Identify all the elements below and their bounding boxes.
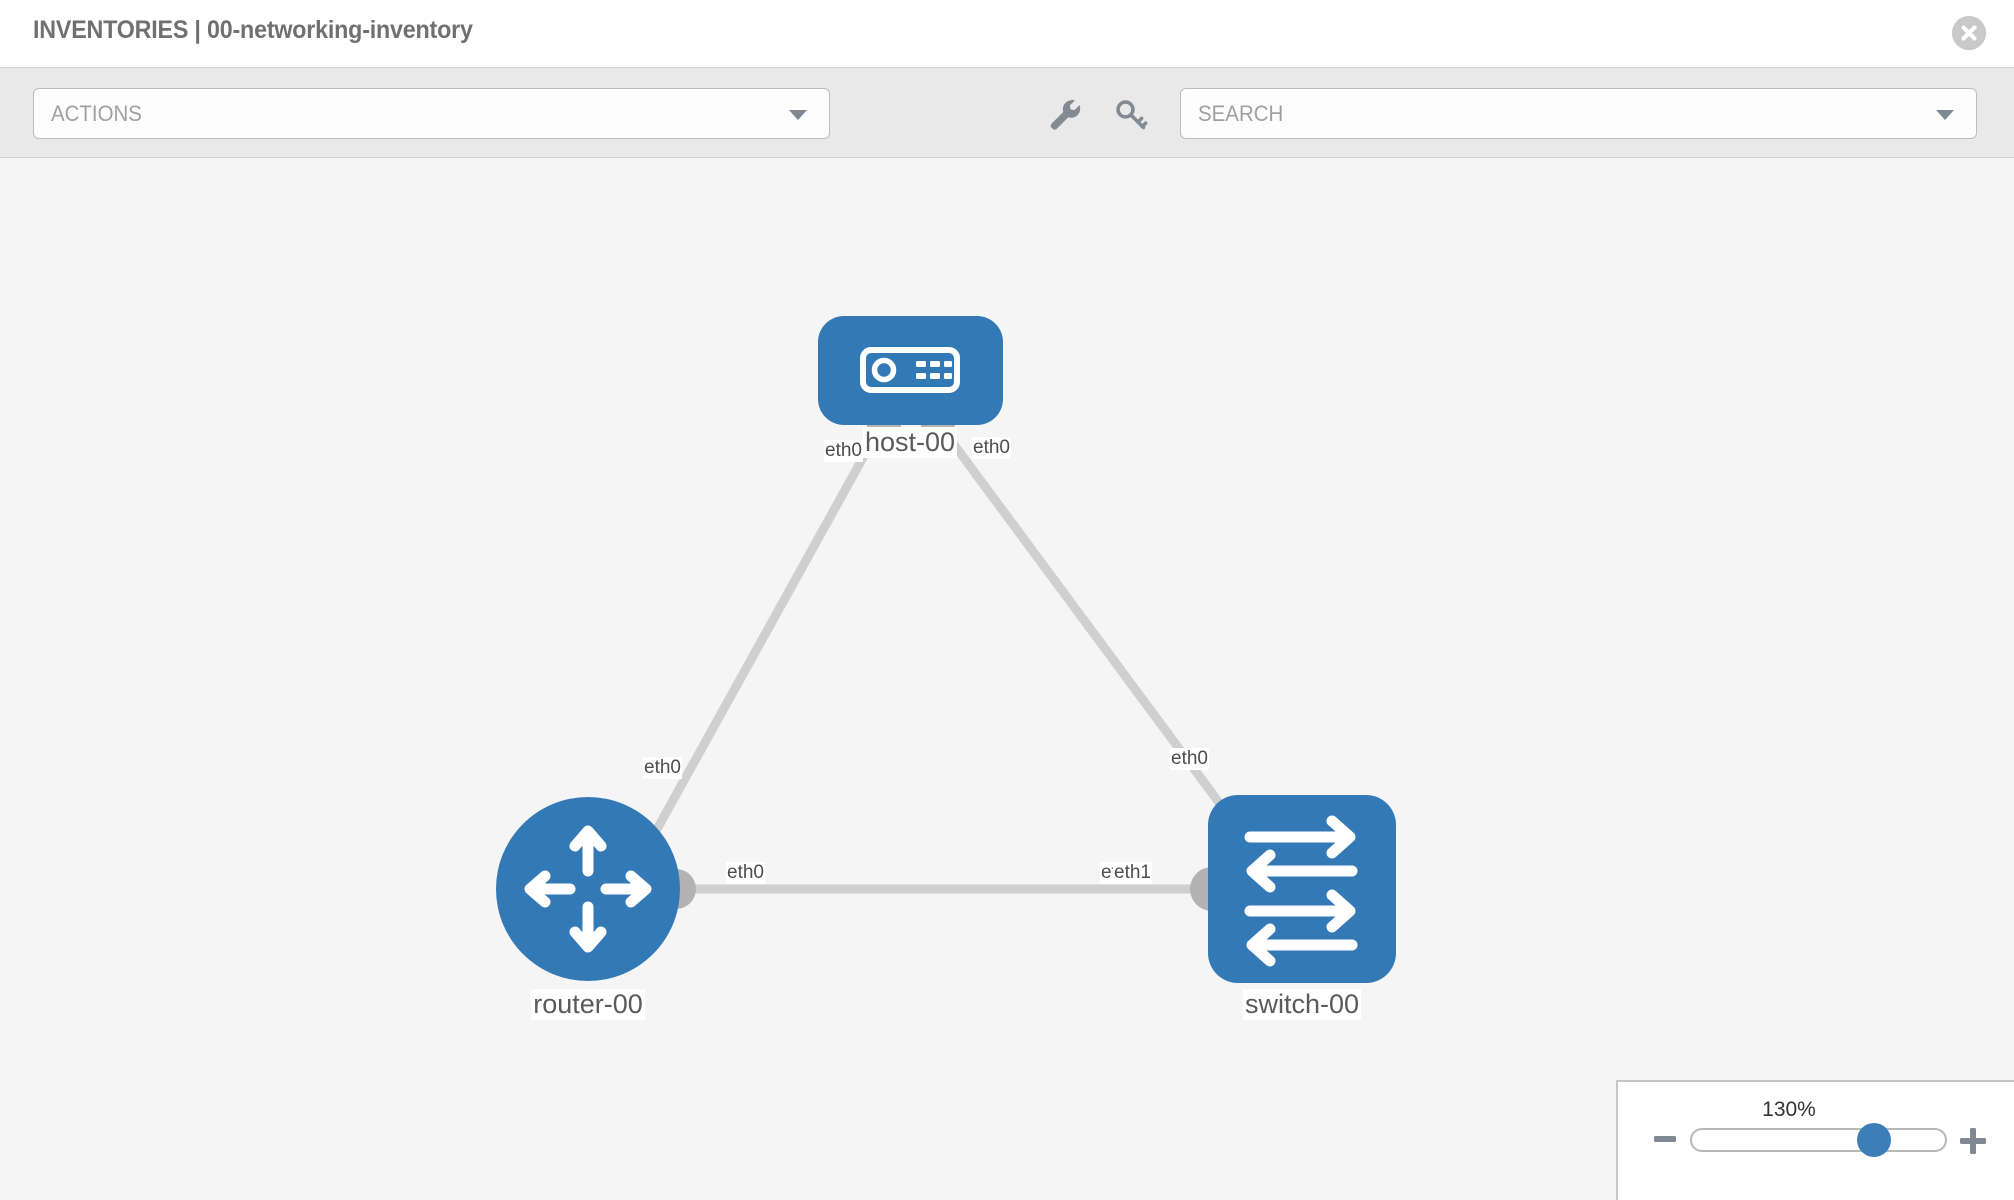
node-label-switch-00: switch-00 bbox=[1242, 989, 1362, 1020]
interface-label-switch-eth1-trunk: eth1 bbox=[1113, 862, 1152, 884]
interface-label-router-eth0-trunk: eth0 bbox=[726, 862, 765, 884]
search-input[interactable]: SEARCH bbox=[1180, 88, 1977, 139]
interface-label-host-eth0-right: eth0 bbox=[972, 437, 1011, 459]
close-icon[interactable] bbox=[1952, 16, 1986, 50]
zoom-percent-label: 130% bbox=[1762, 1098, 1816, 1121]
chevron-down-icon bbox=[1936, 110, 1954, 120]
zoom-slider[interactable] bbox=[1690, 1123, 1947, 1157]
chevron-down-icon bbox=[789, 110, 807, 120]
search-placeholder: SEARCH bbox=[1198, 101, 1284, 126]
key-icon[interactable] bbox=[1112, 96, 1150, 134]
topology-canvas[interactable]: host-00 router-00 switch-00 eth0 eth0 et… bbox=[0, 159, 2014, 1200]
page-title: INVENTORIES | 00-networking-inventory bbox=[33, 16, 473, 44]
minus-icon[interactable] bbox=[1652, 1126, 1678, 1152]
topology-node-switch-00 bbox=[1208, 795, 1396, 983]
wrench-icon[interactable] bbox=[1046, 96, 1084, 134]
topology-node-host-00 bbox=[818, 316, 1003, 425]
toolbar: ACTIONS SEARCH bbox=[0, 68, 2014, 158]
interface-label-host-eth0-left: eth0 bbox=[824, 440, 863, 462]
node-label-router-00: router-00 bbox=[531, 989, 645, 1020]
topology-links bbox=[642, 424, 1244, 894]
link-host-router bbox=[642, 424, 884, 852]
topology-graph bbox=[496, 316, 1396, 983]
interface-label-router-eth0-uplink: eth0 bbox=[643, 757, 682, 779]
actions-dropdown[interactable]: ACTIONS bbox=[33, 88, 830, 139]
zoom-control-panel: 130% bbox=[1616, 1080, 2014, 1200]
page-header: INVENTORIES | 00-networking-inventory bbox=[0, 0, 2014, 68]
node-label-host-00: host-00 bbox=[862, 427, 958, 458]
topology-node-router-00 bbox=[496, 797, 680, 981]
interface-label-switch-eth0-uplink: eth0 bbox=[1170, 748, 1209, 770]
plus-icon[interactable] bbox=[1958, 1126, 1988, 1156]
zoom-slider-thumb[interactable] bbox=[1857, 1123, 1892, 1157]
link-host-switch bbox=[937, 424, 1244, 834]
actions-dropdown-label: ACTIONS bbox=[51, 101, 142, 126]
